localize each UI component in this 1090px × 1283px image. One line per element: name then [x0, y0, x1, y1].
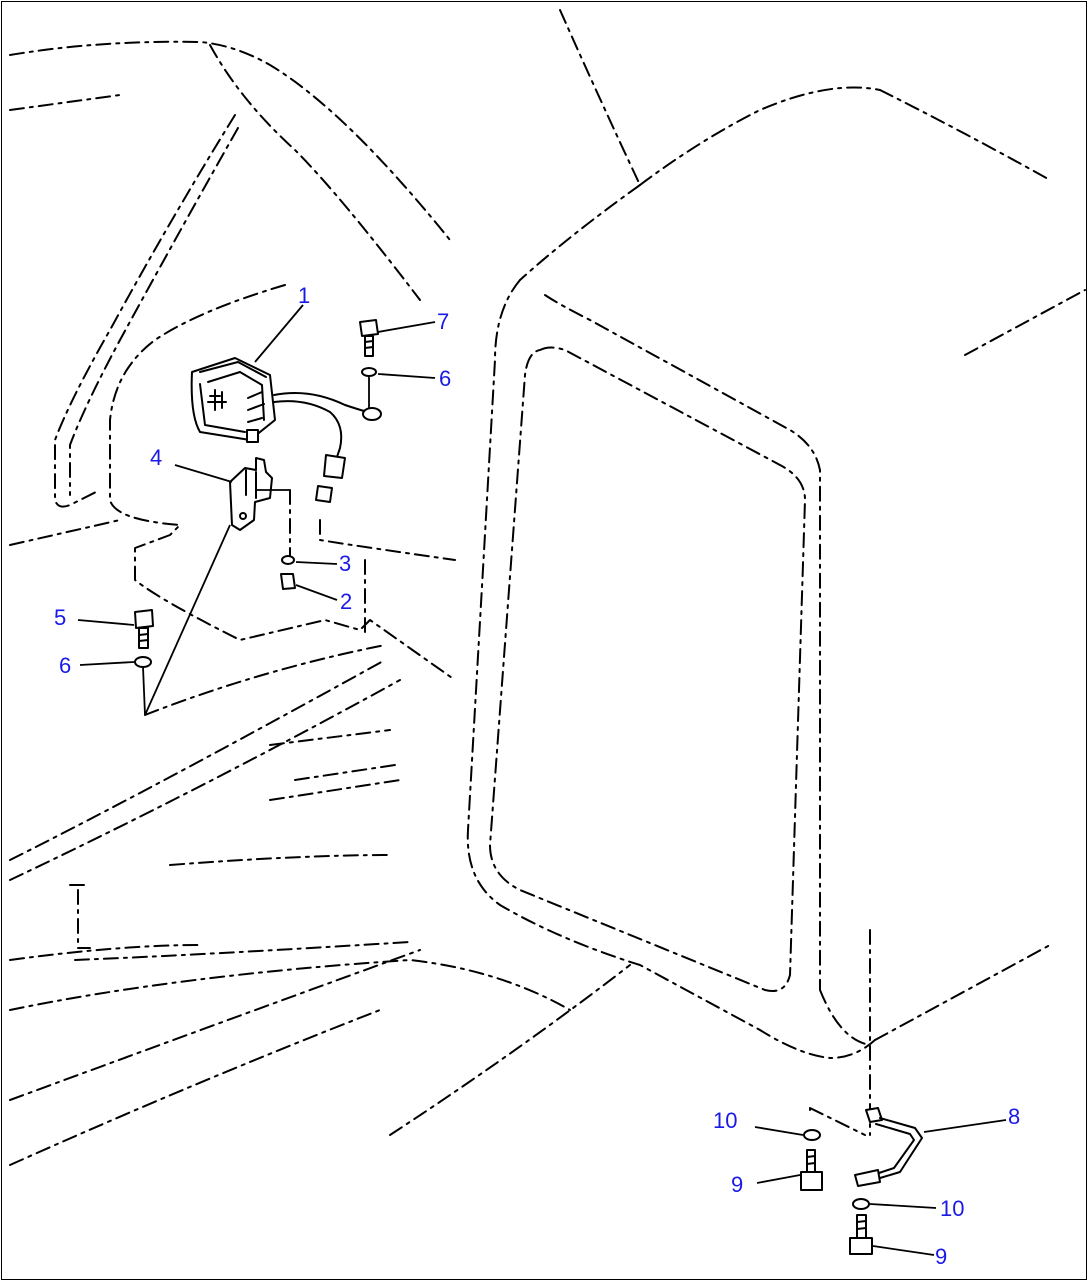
callout-9-upper: 9	[731, 1172, 743, 1197]
ground-strap	[854, 1107, 923, 1187]
bolt-7	[359, 319, 379, 357]
leader-lines	[77, 304, 1007, 1256]
callout-2: 2	[340, 589, 352, 614]
callout-3: 3	[339, 551, 351, 576]
callout-1: 1	[298, 283, 310, 308]
washer-6-top	[361, 367, 382, 421]
callout-6-top: 6	[439, 366, 451, 391]
lamp-housing	[190, 357, 369, 503]
callout-10-lower: 10	[940, 1196, 964, 1221]
washer-6-left	[134, 524, 231, 716]
callout-7: 7	[437, 309, 449, 334]
callout-5: 5	[54, 605, 66, 630]
bracket	[229, 457, 290, 531]
nut-2	[280, 573, 296, 590]
callout-9-lower: 9	[935, 1244, 947, 1269]
callout-8: 8	[1008, 1104, 1020, 1129]
washer-10-lower	[852, 1198, 870, 1210]
callout-6-left: 6	[59, 653, 71, 678]
bolt-9-upper	[800, 1149, 823, 1191]
bolt-5	[134, 609, 154, 649]
callouts: 1 2 3 4 5 6 6 7 8 9 9 10 10	[54, 283, 1020, 1269]
callout-4: 4	[150, 445, 162, 470]
washer-10-upper	[803, 1129, 821, 1141]
machine-outline	[9, 9, 1086, 1166]
washer-3	[281, 555, 295, 565]
bolt-9-lower	[849, 1214, 873, 1255]
callout-10-upper: 10	[713, 1108, 737, 1133]
